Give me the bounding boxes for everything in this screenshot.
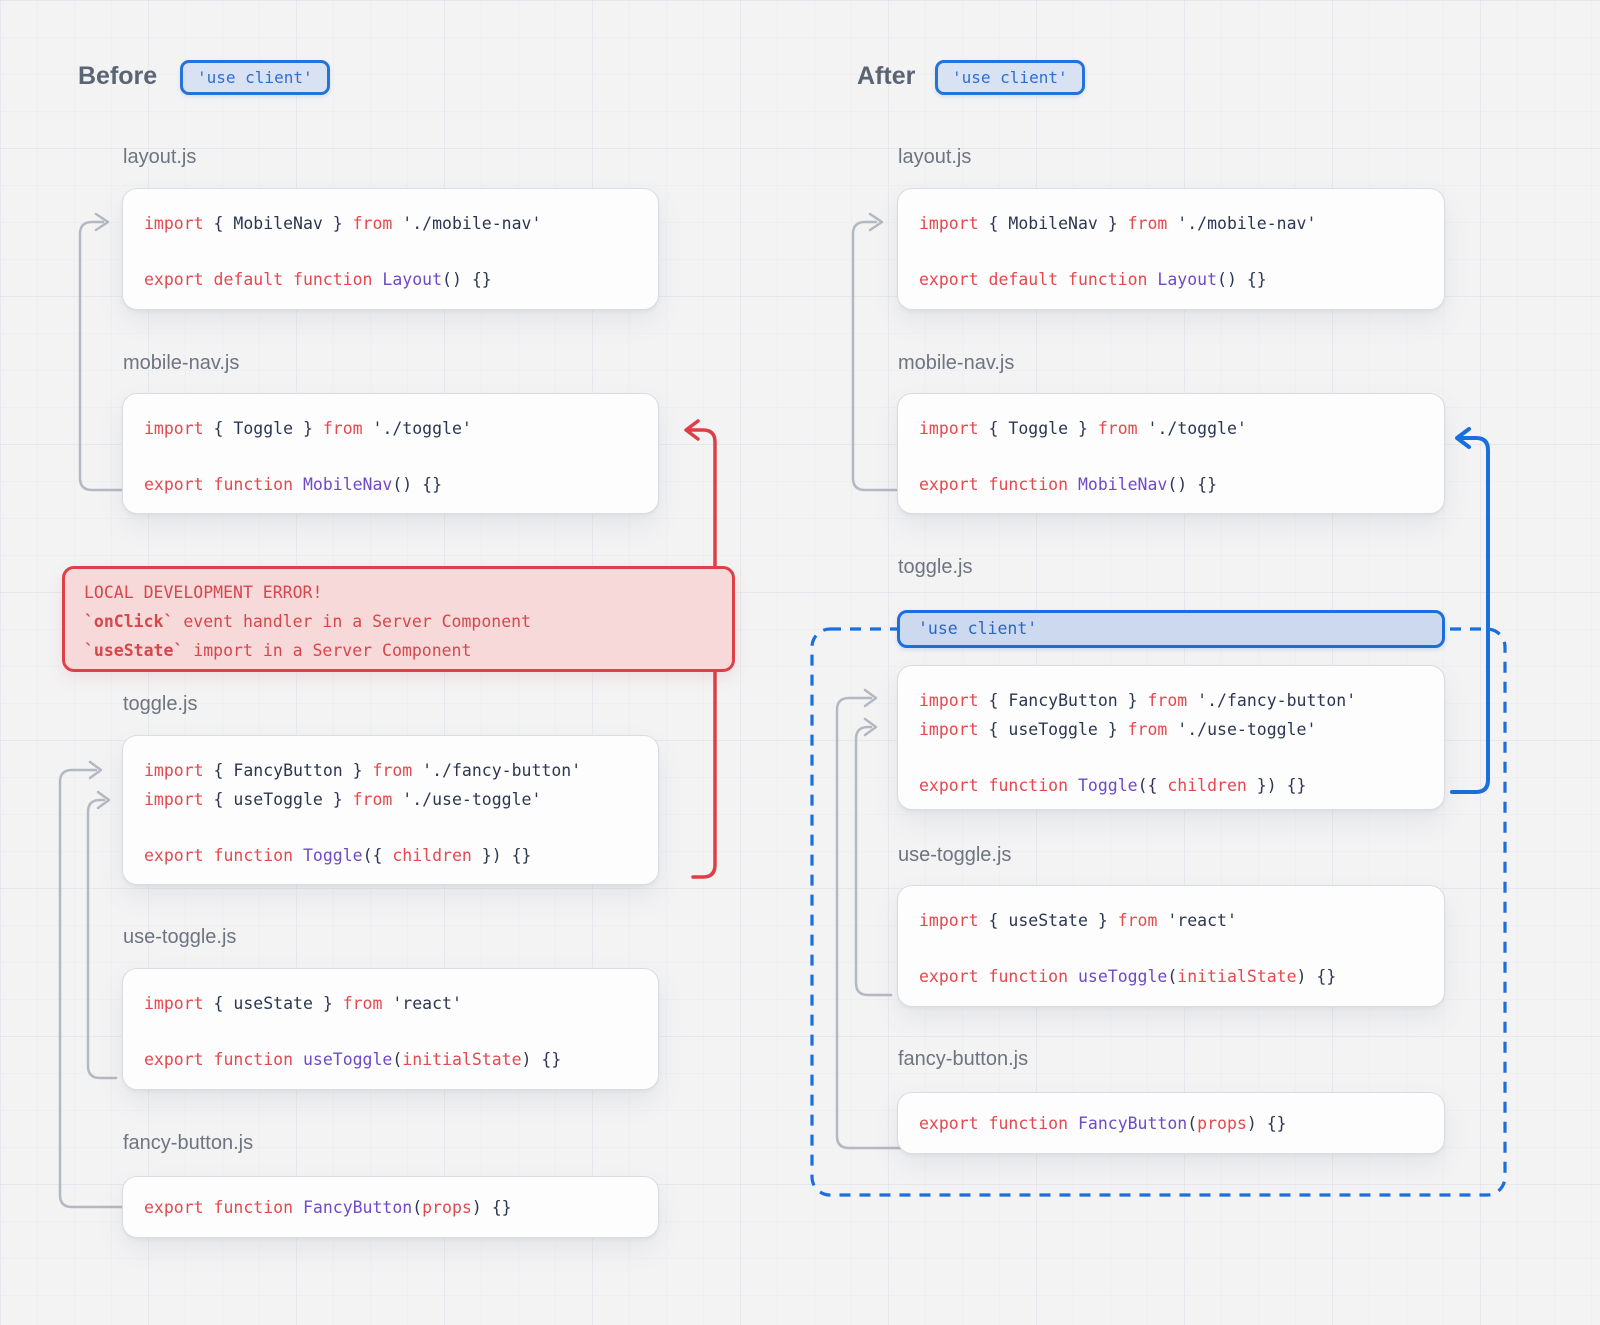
- before-toggle-label: toggle.js: [123, 693, 198, 715]
- before-use-client-badge: 'use client': [180, 60, 330, 95]
- code-line: import { MobileNav } from './mobile-nav': [144, 214, 542, 233]
- arrow-before-fancybutton-to-toggle: [58, 760, 152, 1209]
- code-line: export default function Layout() {}: [919, 270, 1267, 289]
- arrow-after-usetoggle-to-toggle: [854, 717, 893, 997]
- before-use-toggle-label: use-toggle.js: [123, 926, 237, 948]
- use-client-directive-bar: 'use client': [897, 610, 1445, 648]
- arrow-after-fancybutton-to-toggle: [835, 688, 927, 1150]
- after-use-client-badge: 'use client': [935, 60, 1085, 95]
- before-layout-label: layout.js: [123, 146, 197, 168]
- before-mobile-nav-label: mobile-nav.js: [123, 352, 240, 374]
- code-blank-line: [919, 744, 1426, 771]
- code-line: import { useState } from 'react': [144, 994, 462, 1013]
- after-heading: After: [857, 62, 916, 90]
- code-line: export function Toggle({ children }) {}: [144, 846, 532, 865]
- arrow-after-toggle-to-mobilenav: [1450, 427, 1490, 794]
- code-line: import { useToggle } from './use-toggle': [144, 790, 542, 809]
- after-fancy-button-label: fancy-button.js: [898, 1048, 1029, 1070]
- code-line: import { Toggle } from './toggle': [144, 419, 472, 438]
- code-blank-line: [144, 814, 640, 841]
- arrow-before-usetoggle-to-toggle: [86, 790, 118, 1080]
- code-line: import { FancyButton } from './fancy-but…: [144, 761, 582, 780]
- code-line: import { useToggle } from './use-toggle': [919, 720, 1317, 739]
- code-line: import { Toggle } from './toggle': [919, 419, 1247, 438]
- after-fancy-button-card: export function FancyButton(props) {}: [897, 1092, 1445, 1154]
- before-fancy-button-label: fancy-button.js: [123, 1132, 254, 1154]
- code-blank-line: [144, 443, 640, 470]
- code-line: export function FancyButton(props) {}: [144, 1198, 512, 1217]
- code-line: LOCAL DEVELOPMENT ERROR!: [84, 583, 323, 602]
- before-use-toggle-card: import { useState } from 'react' export f…: [122, 968, 659, 1090]
- code-line: export function Toggle({ children }) {}: [919, 776, 1307, 795]
- code-line: import { MobileNav } from './mobile-nav': [919, 214, 1317, 233]
- code-line: `onClick` event handler in a Server Comp…: [84, 612, 532, 631]
- code-line: `useState` import in a Server Component: [84, 641, 472, 660]
- code-line: export function useToggle(initialState) …: [919, 967, 1337, 986]
- arrow-before-mobilenav-to-layout: [78, 212, 152, 492]
- code-line: export function useToggle(initialState) …: [144, 1050, 562, 1069]
- after-mobile-nav-card: import { Toggle } from './toggle' export …: [897, 393, 1445, 514]
- code-line: export function MobileNav() {}: [144, 475, 443, 494]
- code-blank-line: [919, 238, 1426, 265]
- before-toggle-card: import { FancyButton } from './fancy-but…: [122, 735, 659, 885]
- after-layout-card: import { MobileNav } from './mobile-nav'…: [897, 188, 1445, 310]
- before-layout-card: import { MobileNav } from './mobile-nav'…: [122, 188, 659, 310]
- arrow-after-mobilenav-to-layout: [851, 212, 927, 492]
- after-toggle-card: import { FancyButton } from './fancy-but…: [897, 665, 1445, 810]
- after-mobile-nav-label: mobile-nav.js: [898, 352, 1015, 374]
- code-blank-line: [144, 1018, 640, 1045]
- local-development-error-box: LOCAL DEVELOPMENT ERROR! `onClick` event …: [62, 566, 735, 672]
- code-line: import { useState } from 'react': [919, 911, 1237, 930]
- code-blank-line: [919, 443, 1426, 470]
- after-layout-label: layout.js: [898, 146, 972, 168]
- code-line: export default function Layout() {}: [144, 270, 492, 289]
- code-line: import { FancyButton } from './fancy-but…: [919, 691, 1357, 710]
- code-line: export function FancyButton(props) {}: [919, 1114, 1287, 1133]
- before-fancy-button-card: export function FancyButton(props) {}: [122, 1176, 659, 1238]
- before-mobile-nav-card: import { Toggle } from './toggle' export …: [122, 393, 659, 514]
- code-blank-line: [144, 238, 640, 265]
- code-line: export function MobileNav() {}: [919, 475, 1218, 494]
- code-blank-line: [919, 935, 1426, 962]
- after-toggle-label: toggle.js: [898, 556, 973, 578]
- after-use-toggle-card: import { useState } from 'react' export f…: [897, 885, 1445, 1007]
- after-use-toggle-label: use-toggle.js: [898, 844, 1012, 866]
- before-heading: Before: [78, 62, 158, 90]
